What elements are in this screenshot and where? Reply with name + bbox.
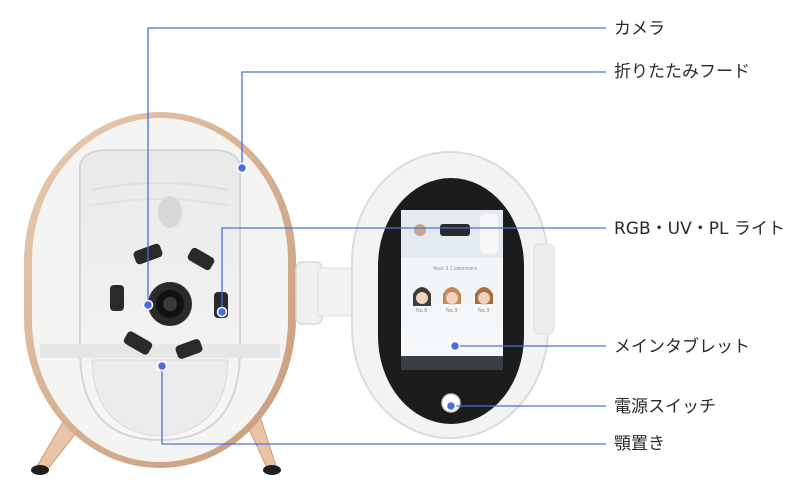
callout-dot-power [447, 402, 456, 411]
callout-dot-lights [218, 308, 227, 317]
customer-avatars [413, 287, 493, 306]
label-hood: 折りたたみフード [614, 62, 750, 82]
customer-name-2: No.3 [446, 308, 457, 314]
label-chinrest: 顎置き [614, 434, 665, 454]
label-lights: RGB・UV・PL ライト [614, 219, 785, 239]
callout-line-hood [242, 72, 606, 168]
customer-name-3: No.3 [478, 308, 489, 314]
label-tablet: メインタブレット [614, 337, 750, 357]
callout-dot-camera [144, 301, 153, 310]
hinge [296, 262, 358, 324]
customer-name-1: No.6 [416, 308, 427, 314]
callout-dot-tablet [451, 342, 460, 351]
camera-lens [148, 282, 192, 326]
screen-section-title: Your 3 Customers [433, 266, 477, 272]
label-power: 電源スイッチ [614, 397, 716, 417]
label-camera: カメラ [614, 19, 665, 39]
callout-dot-chinrest [158, 362, 167, 371]
callout-dot-hood [238, 164, 247, 173]
